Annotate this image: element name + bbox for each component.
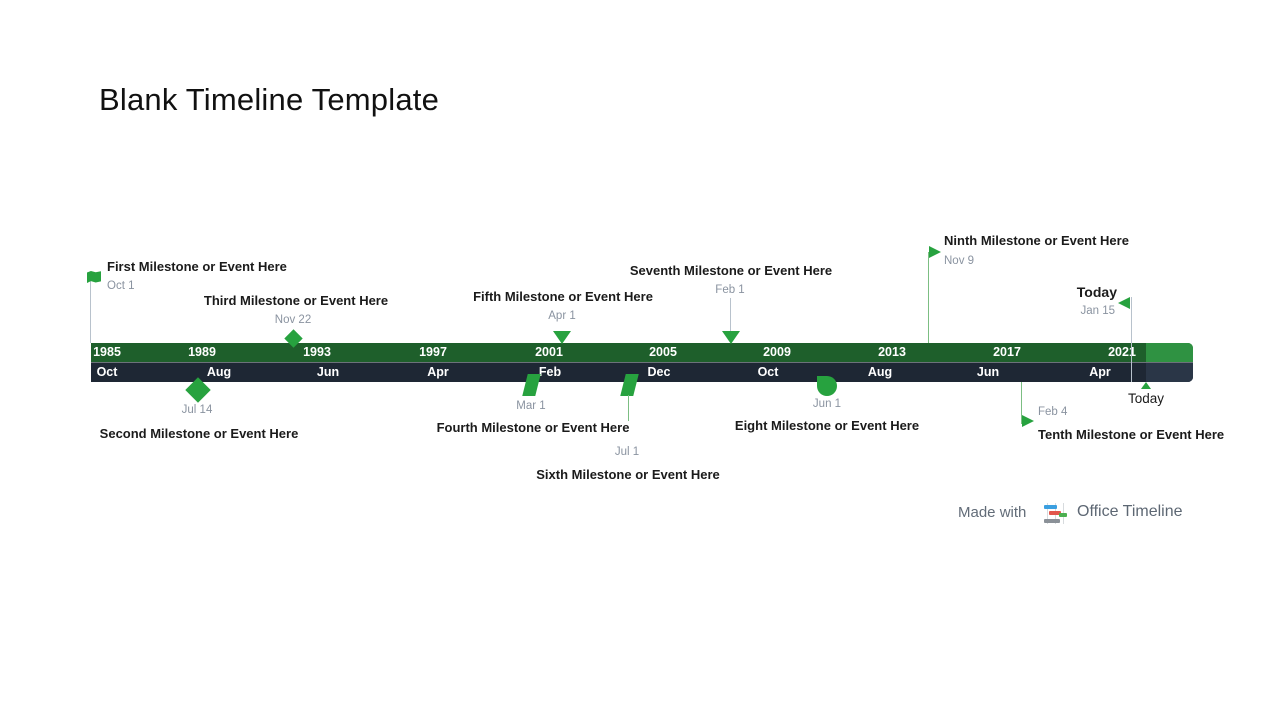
today-top-label: Today [1076,284,1117,300]
milestone-second-label: Second Milestone or Event Here [99,426,299,441]
triangle-down-marker-icon [722,331,740,344]
triangle-down-marker-icon [553,331,571,344]
year-tick: 2017 [993,345,1021,359]
milestone-fourth-label: Fourth Milestone or Event Here [436,420,630,435]
milestone-fifth-date: Apr 1 [548,310,576,322]
connector-line [928,252,929,343]
year-tick: 2021 [1108,345,1136,359]
milestone-third-label: Third Milestone or Event Here [203,293,389,308]
milestone-ninth-date: Nov 9 [944,255,975,267]
year-tick: 2009 [763,345,791,359]
month-tick: Jun [976,365,1000,379]
connector-line [1131,297,1132,382]
month-tick: Aug [867,365,893,379]
connector-line [730,298,731,332]
month-tick: Apr [427,365,449,379]
timeline-year-band-future [1146,343,1193,362]
milestone-eighth-date: Jun 1 [812,398,842,410]
month-tick: Oct [96,365,118,379]
connector-line [90,279,91,343]
milestone-seventh-label: Seventh Milestone or Event Here [629,263,833,278]
year-tick: 1993 [303,345,331,359]
milestone-sixth-date: Jul 1 [614,446,640,458]
made-with-text: Made with [958,504,1027,521]
connector-line [1021,382,1022,424]
milestone-first-date: Oct 1 [107,280,135,292]
office-timeline-logo-icon [1043,503,1068,524]
milestone-sixth-label: Sixth Milestone or Event Here [536,467,720,482]
triangle-up-marker-icon [1141,382,1151,389]
timeline-year-band: 1985 1989 1993 1997 2001 2005 2009 2013 … [91,343,1193,362]
milestone-eighth-label: Eight Milestone or Event Here [734,418,920,433]
year-tick: 1997 [419,345,447,359]
month-tick: Apr [1089,365,1111,379]
month-tick: Jun [316,365,340,379]
milestone-first-label: First Milestone or Event Here [107,259,287,274]
year-tick: 2005 [649,345,677,359]
milestone-tenth-date: Feb 4 [1038,406,1068,418]
circle-marker-icon [817,376,837,396]
milestone-fifth-label: Fifth Milestone or Event Here [473,289,653,304]
flag-icon [87,271,101,283]
milestone-seventh-date: Feb 1 [715,284,745,296]
brand-text: Office Timeline [1077,503,1183,520]
triangle-left-marker-icon [1118,297,1130,309]
milestone-fourth-date: Mar 1 [516,400,546,412]
month-tick: Aug [206,365,232,379]
milestone-third-date: Nov 22 [274,314,312,326]
timeline-month-band-future [1146,363,1193,382]
timeline-month-band: Oct Aug Jun Apr Feb Dec Oct Aug Jun Apr [91,362,1193,382]
today-top-date: Jan 15 [1080,305,1115,317]
milestone-tenth-label: Tenth Milestone or Event Here [1038,427,1225,442]
milestone-second-date: Jul 14 [181,404,213,416]
today-bottom-label: Today [1127,391,1165,406]
connector-line [628,395,629,421]
year-tick: 2001 [535,345,563,359]
month-tick: Dec [647,365,671,379]
year-tick: 1985 [93,345,121,359]
month-tick: Feb [538,365,562,379]
page-title: Blank Timeline Template [99,82,440,117]
month-tick: Oct [757,365,779,379]
milestone-ninth-label: Ninth Milestone or Event Here [944,233,1129,248]
pennant-flag-icon [1022,415,1034,427]
year-tick: 2013 [878,345,906,359]
pennant-flag-icon [929,246,941,258]
year-tick: 1989 [188,345,216,359]
